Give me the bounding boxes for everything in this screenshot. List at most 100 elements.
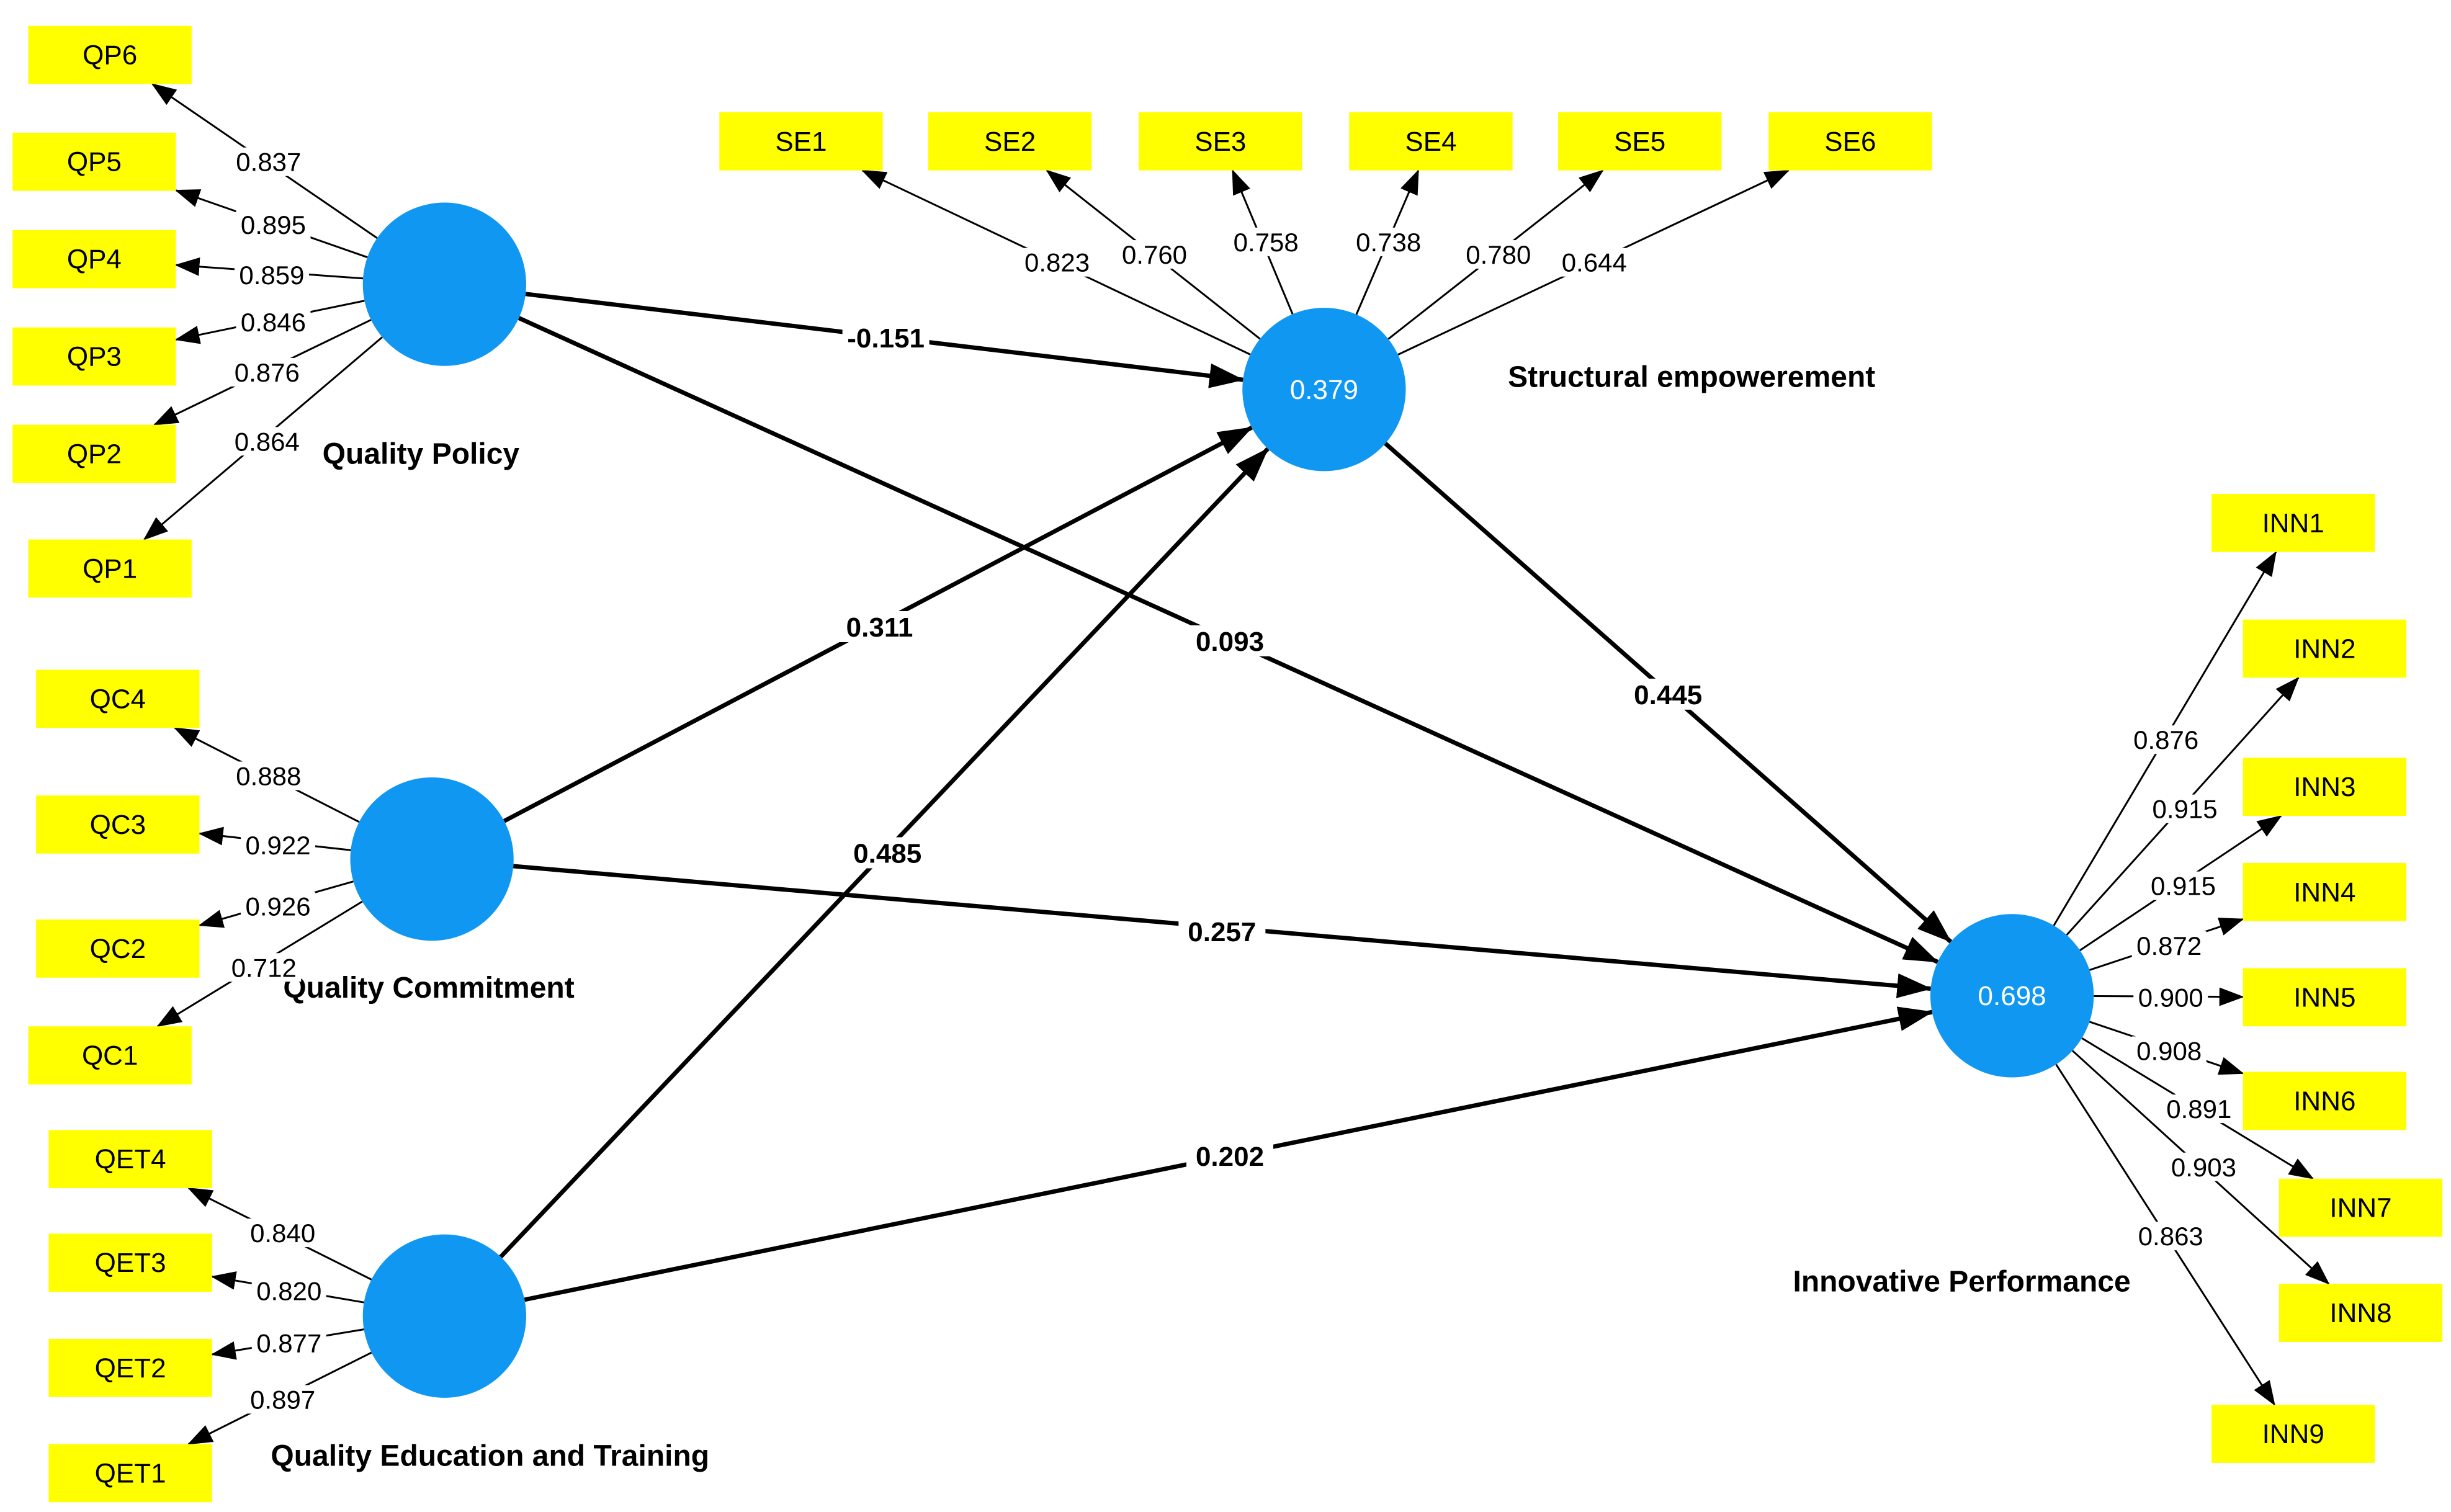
indicator-qp3[interactable]: QP3 (12, 327, 176, 386)
loading-label-bg (2148, 794, 2223, 823)
construct-quality-education-and-training[interactable] (362, 1234, 526, 1398)
indicator-inn6[interactable]: INN6 (2243, 1071, 2406, 1130)
indicator-se4[interactable]: SE4 (1349, 112, 1513, 171)
indicator-se6[interactable]: SE6 (1768, 112, 1932, 171)
indicator-box (48, 1444, 212, 1503)
indicator-qc1[interactable]: QC1 (28, 1026, 192, 1085)
indicator-box (28, 1026, 192, 1085)
loading-label-bg (236, 210, 311, 239)
construct-circle (1930, 914, 2094, 1078)
indicator-inn9[interactable]: INN9 (2211, 1405, 2375, 1463)
loading-label-bg (2133, 1222, 2208, 1251)
indicator-qet2[interactable]: QET2 (48, 1338, 212, 1397)
indicator-label: QET4 (95, 1144, 166, 1174)
indicator-label: QP5 (67, 147, 122, 177)
loading-value-qp2: 0.876 (235, 358, 300, 387)
indicator-label: INN2 (2293, 633, 2355, 664)
loading-value-qet2: 0.877 (256, 1328, 321, 1358)
path-label-bg (1186, 625, 1274, 656)
loading-value-qp3: 0.846 (241, 308, 306, 337)
loading-value-se2: 0.760 (1122, 240, 1187, 269)
indicator-label: QET2 (95, 1353, 166, 1384)
construct-structural-empowerement[interactable]: 0.379 (1242, 308, 1406, 472)
loading-label-bg (1117, 240, 1192, 269)
loading-value-se5: 0.780 (1466, 240, 1531, 269)
indicator-qc2[interactable]: QC2 (36, 919, 200, 978)
indicator-inn5[interactable]: INN5 (2243, 968, 2406, 1027)
path-label-bg (844, 837, 931, 869)
path-coefficient-qet-to-inn: 0.202 (1196, 1142, 1264, 1172)
indicator-qp2[interactable]: QP2 (12, 424, 176, 483)
path-coefficient-se-to-inn: 0.445 (1634, 680, 1702, 710)
loading-label-bg (236, 307, 311, 336)
construct-name-label: Quality Commitment (283, 972, 574, 1004)
indicator-inn3[interactable]: INN3 (2243, 758, 2406, 816)
loading-value-qet1: 0.897 (250, 1385, 315, 1414)
indicator-se2[interactable]: SE2 (928, 112, 1092, 171)
indicator-box (2278, 1178, 2443, 1237)
indicator-label: SE5 (1614, 127, 1665, 157)
indicator-qet4[interactable]: QET4 (48, 1130, 212, 1188)
indicator-qet3[interactable]: QET3 (48, 1233, 212, 1292)
construct-name-label: Quality Education and Training (271, 1440, 709, 1473)
indicator-box (28, 25, 192, 84)
indicator-label: QP4 (67, 244, 122, 275)
loading-value-qc2: 0.926 (245, 892, 310, 921)
indicator-box (36, 795, 200, 854)
indicator-label: QC1 (82, 1040, 138, 1071)
indicator-box (719, 112, 883, 171)
indicator-inn2[interactable]: INN2 (2243, 619, 2406, 678)
indicator-label: INN6 (2293, 1086, 2355, 1116)
loading-label-bg (2131, 931, 2207, 960)
loading-value-inn1: 0.876 (2133, 725, 2198, 754)
loading-value-qc4: 0.888 (236, 761, 301, 790)
loading-value-inn9: 0.863 (2138, 1222, 2203, 1251)
loading-value-qc1: 0.712 (231, 953, 297, 982)
path-label-bg (1186, 1140, 1274, 1172)
construct-innovative-performance[interactable]: 0.698 (1930, 914, 2094, 1078)
indicator-qp5[interactable]: QP5 (12, 132, 176, 191)
indicator-label: QP3 (67, 342, 122, 372)
loading-label-bg (245, 1385, 320, 1414)
loading-value-qp6: 0.837 (236, 148, 301, 177)
loading-value-inn6: 0.908 (2136, 1036, 2202, 1065)
loading-label-bg (2146, 871, 2221, 900)
indicator-qp4[interactable]: QP4 (12, 230, 176, 289)
loading-label-bg (2131, 1036, 2207, 1065)
indicator-inn8[interactable]: INN8 (2278, 1284, 2443, 1342)
indicator-box (1139, 112, 1302, 171)
indicator-label: INN3 (2293, 772, 2355, 802)
indicator-label: INN1 (2262, 508, 2324, 539)
construct-quality-policy[interactable] (362, 202, 526, 366)
indicator-se5[interactable]: SE5 (1558, 112, 1722, 171)
indicator-label: INN7 (2329, 1193, 2391, 1223)
indicator-label: SE6 (1824, 127, 1876, 157)
loading-label-bg (241, 892, 316, 921)
indicator-box (2278, 1284, 2443, 1342)
indicator-box (2243, 758, 2406, 816)
path-coefficient-qp-to-inn: 0.093 (1196, 627, 1264, 657)
loading-label-bg (2161, 1094, 2236, 1124)
construct-circle (362, 1234, 526, 1398)
construct-quality-commitment[interactable] (350, 777, 514, 941)
path-label-bg (836, 611, 923, 642)
indicator-qet1[interactable]: QET1 (48, 1444, 212, 1503)
indicator-qp6[interactable]: QP6 (28, 25, 192, 84)
loading-label-bg (230, 357, 305, 387)
indicator-qc3[interactable]: QC3 (36, 795, 200, 854)
indicator-qp1[interactable]: QP1 (28, 539, 192, 598)
r-squared-value: 0.379 (1290, 375, 1358, 405)
indicator-se1[interactable]: SE1 (719, 112, 883, 171)
indicator-label: QP1 (83, 553, 137, 584)
indicator-inn1[interactable]: INN1 (2211, 494, 2375, 552)
indicator-se3[interactable]: SE3 (1139, 112, 1302, 171)
path-coefficient-qc-to-se: 0.311 (846, 612, 913, 643)
loading-label-bg (245, 1219, 320, 1248)
loading-label-bg (1229, 227, 1304, 256)
indicator-qc4[interactable]: QC4 (36, 669, 200, 728)
indicator-box (12, 424, 176, 483)
indicator-inn7[interactable]: INN7 (2278, 1178, 2443, 1237)
loading-label-bg (2166, 1152, 2241, 1181)
indicator-inn4[interactable]: INN4 (2243, 862, 2406, 921)
